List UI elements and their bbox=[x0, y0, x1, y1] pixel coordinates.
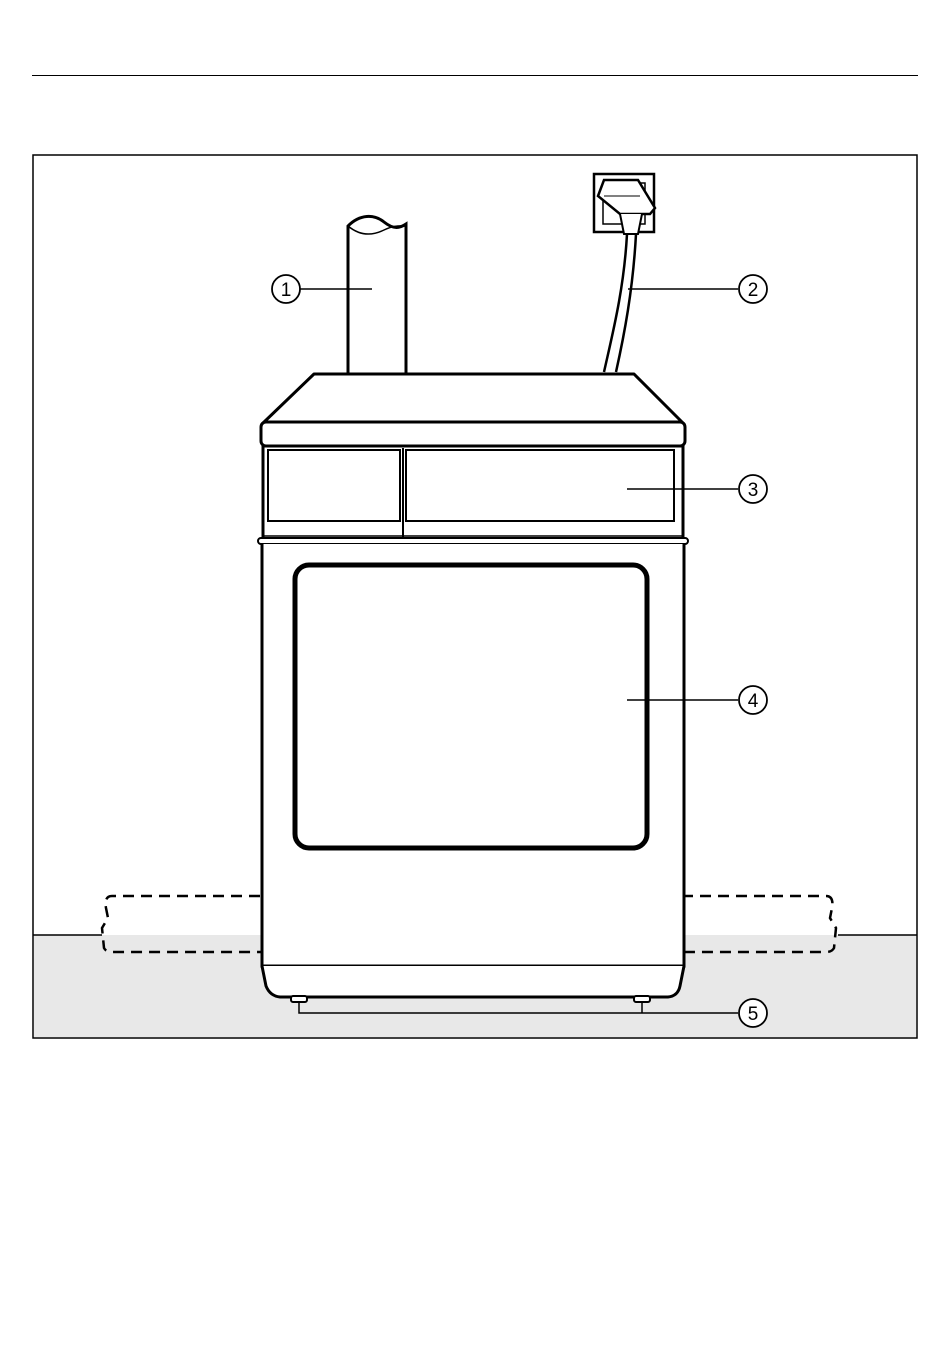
svg-text:1: 1 bbox=[281, 280, 292, 301]
control-panel bbox=[406, 450, 674, 521]
callout-4: 4 bbox=[739, 686, 767, 714]
svg-text:4: 4 bbox=[748, 691, 759, 712]
exhaust-duct bbox=[348, 216, 406, 374]
callout-2: 2 bbox=[739, 275, 767, 303]
dryer bbox=[258, 374, 688, 997]
svg-text:2: 2 bbox=[748, 280, 759, 301]
callout-3: 3 bbox=[739, 475, 767, 503]
svg-text:5: 5 bbox=[748, 1004, 759, 1025]
wall-outlet bbox=[594, 174, 655, 234]
svg-text:3: 3 bbox=[748, 480, 759, 501]
callout-1: 1 bbox=[272, 275, 300, 303]
dryer-door bbox=[295, 565, 647, 848]
callout-5: 5 bbox=[739, 999, 767, 1027]
program-selector-panel bbox=[268, 450, 400, 521]
